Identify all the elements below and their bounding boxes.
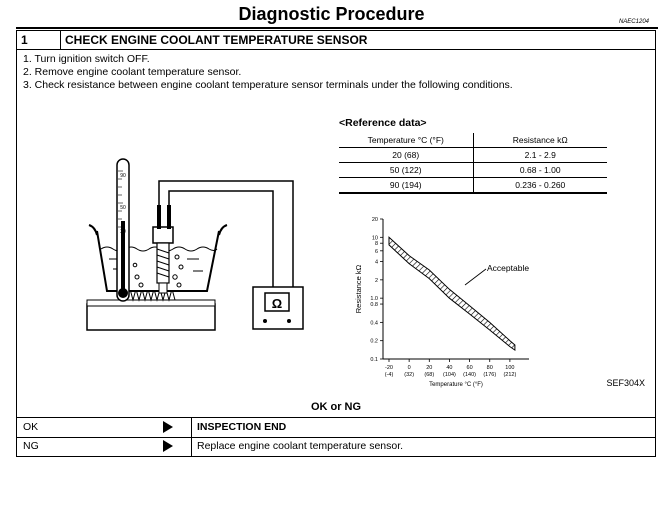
y-tick-label: 4: [375, 260, 378, 266]
resistance-cell: 0.236 - 0.260: [473, 177, 607, 194]
x-tick-label-f: (212): [503, 372, 516, 378]
x-tick-label: 0: [408, 365, 411, 371]
y-axis-title: Resistance kΩ: [354, 264, 363, 313]
page-title: Diagnostic Procedure: [238, 4, 425, 24]
x-tick-label-f: (104): [443, 372, 456, 378]
header-resistance: Resistance kΩ: [473, 133, 607, 148]
instruction-3: 3. Check resistance between engine coola…: [23, 79, 513, 91]
step-header: 1 CHECK ENGINE COOLANT TEMPERATURE SENSO…: [17, 31, 655, 50]
okng-header: OK or NG: [17, 397, 655, 418]
acceptable-band: [388, 236, 516, 352]
result-key: NG: [23, 440, 39, 452]
x-tick-label-f: (176): [483, 372, 496, 378]
resistance-cell: 0.68 - 1.00: [473, 162, 607, 178]
figure-code: SEF304X: [606, 378, 645, 388]
temp-cell: 90 (194): [339, 177, 474, 194]
x-tick-label: 80: [487, 365, 493, 371]
x-tick-label: 100: [505, 365, 514, 371]
arrow-icon: [163, 440, 173, 452]
header-temperature: Temperature °C (°F): [339, 133, 474, 148]
y-tick-label: 8: [375, 241, 378, 247]
thermometer-mark-90: 90: [120, 173, 126, 179]
x-tick-label-f: (32): [404, 372, 414, 378]
result-divider: [191, 418, 192, 437]
title-rule: [16, 27, 658, 29]
result-value: Replace engine coolant temperature senso…: [197, 440, 404, 452]
y-tick-label: 0.4: [370, 320, 378, 326]
x-tick-label: -20: [385, 365, 393, 371]
acceptable-label: Acceptable: [487, 263, 529, 273]
temp-cell: 50 (122): [339, 162, 474, 178]
table-row: 50 (122) 0.68 - 1.00: [339, 162, 607, 178]
x-tick-label-f: (-4): [385, 372, 394, 378]
resistance-cell: 2.1 - 2.9: [473, 147, 607, 163]
y-tick-label: 20: [372, 217, 378, 223]
step-divider: [60, 31, 61, 49]
table-row: 20 (68) 2.1 - 2.9: [339, 147, 607, 163]
temp-cell: 20 (68): [339, 147, 474, 163]
y-tick-label: 1.0: [370, 296, 378, 302]
y-tick-label: 6: [375, 249, 378, 255]
result-ng-row: NG Replace engine coolant temperature se…: [17, 437, 655, 456]
y-tick-label: 0.1: [370, 357, 378, 363]
x-tick-label-f: (68): [424, 372, 434, 378]
instruction-1: 1. Turn ignition switch OFF.: [23, 53, 150, 65]
reference-table: Temperature °C (°F) Resistance kΩ 20 (68…: [339, 133, 607, 194]
instruction-2: 2. Remove engine coolant temperature sen…: [23, 66, 242, 78]
y-tick-label: 0.2: [370, 339, 378, 345]
arrow-icon: [163, 421, 173, 433]
thermometer-mark-50: 50: [120, 205, 126, 211]
page-code: NAEC1204: [618, 19, 649, 25]
reference-header-row: Temperature °C (°F) Resistance kΩ: [339, 133, 607, 148]
x-axis-title: Temperature °C (°F): [429, 382, 483, 388]
ohm-icon: Ω: [272, 296, 282, 311]
y-tick-label: 0.8: [370, 302, 378, 308]
result-ok-row: OK INSPECTION END: [17, 418, 655, 438]
reference-caption: <Reference data>: [339, 117, 427, 129]
y-tick-label: 2: [375, 278, 378, 284]
okng-label: OK or NG: [310, 401, 362, 413]
sensor-test-illustration: 90 50 20 Ω: [86, 158, 304, 331]
x-tick-label-f: (140): [463, 372, 476, 378]
table-row: 90 (194) 0.236 - 0.260: [339, 177, 607, 194]
procedure-box: 1 CHECK ENGINE COOLANT TEMPERATURE SENSO…: [16, 30, 656, 457]
x-tick-label: 20: [426, 365, 432, 371]
result-divider: [191, 437, 192, 456]
result-value: INSPECTION END: [197, 421, 287, 433]
step-number: 1: [21, 33, 28, 47]
thermometer-mark-20: 20: [120, 229, 126, 235]
x-tick-label: 60: [467, 365, 473, 371]
result-key: OK: [23, 421, 39, 433]
annotation-leader: [464, 268, 487, 286]
y-tick-label: 10: [372, 235, 378, 241]
x-tick-label: 40: [446, 365, 452, 371]
step-title: CHECK ENGINE COOLANT TEMPERATURE SENSOR: [65, 33, 368, 47]
